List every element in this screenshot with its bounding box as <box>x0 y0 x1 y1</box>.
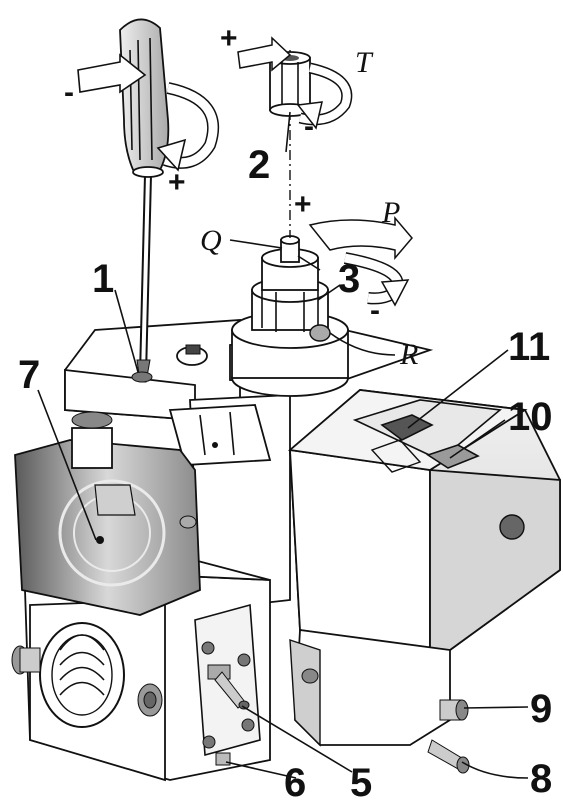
screw-r[interactable] <box>309 324 331 342</box>
screwdriver-rotation-arrow <box>77 53 220 172</box>
button-11[interactable] <box>380 414 434 441</box>
cap-minus-sign: - <box>304 110 314 143</box>
test-nipple-9[interactable] <box>439 699 469 721</box>
label-9: 9 <box>530 687 552 731</box>
screw-1[interactable] <box>131 371 153 383</box>
fitting-right <box>137 683 163 717</box>
label-p: P <box>381 196 400 229</box>
cap-plus-sign: + <box>220 22 238 55</box>
screwdriver-plus-sign: + <box>168 166 186 199</box>
leader-lines <box>37 111 529 779</box>
indicator-dot <box>499 514 525 540</box>
label-3: 3 <box>338 257 360 301</box>
cap-rotation-arrow <box>237 36 353 130</box>
actuator-housing <box>287 389 561 747</box>
label-6: 6 <box>284 761 306 803</box>
label-1: 1 <box>92 257 114 301</box>
label-t: T <box>355 46 374 79</box>
terminal-block <box>168 404 272 466</box>
pressure-regulator[interactable] <box>231 235 349 397</box>
label-q: Q <box>200 224 222 257</box>
label-7: 7 <box>18 353 40 397</box>
regulator-minus-sign: - <box>370 294 380 327</box>
label-5: 5 <box>350 761 372 803</box>
screwdriver-minus-sign: - <box>64 76 74 109</box>
regulator-plus-sign: + <box>294 188 312 221</box>
label-r: R <box>399 338 418 371</box>
filter-cover-7 <box>14 411 201 616</box>
test-nipple-5[interactable] <box>207 664 250 710</box>
test-nipple-8[interactable] <box>427 739 470 774</box>
label-11: 11 <box>508 325 550 369</box>
label-2: 2 <box>248 143 270 187</box>
fitting-left <box>11 645 41 675</box>
regulator-rotation-arrow <box>308 215 413 307</box>
label-8: 8 <box>530 757 552 801</box>
label-10: 10 <box>508 395 553 439</box>
